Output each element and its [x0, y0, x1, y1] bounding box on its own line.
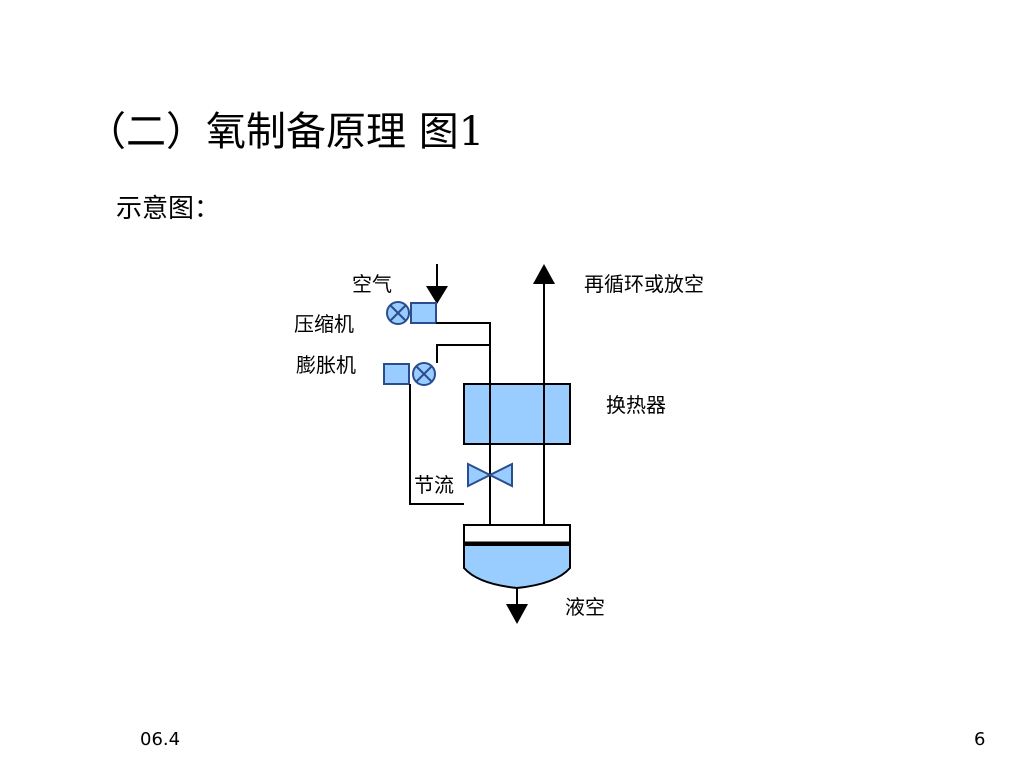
footer-date: 06.4: [140, 729, 181, 750]
page-number: 6: [974, 729, 986, 750]
compressor-icon: [386, 301, 437, 325]
label-liquid-air: 液空: [565, 595, 605, 619]
expander-icon: [383, 362, 436, 386]
separator-vessel: [463, 524, 571, 590]
recycle-vent-arrow: [533, 264, 555, 525]
slide-subtitle: 示意图：: [116, 194, 221, 224]
expander-inlet-pipe: [436, 344, 490, 363]
expander-outlet-pipe: [409, 384, 464, 505]
label-expander: 膨胀机: [296, 353, 356, 377]
throttle-valve-icon: [467, 462, 513, 488]
label-recycle-vent: 再循环或放空: [584, 272, 704, 296]
air-inlet-arrow: [426, 264, 448, 304]
slide-title: （二）氧制备原理 图1: [86, 109, 485, 155]
label-compressor: 压缩机: [294, 312, 354, 336]
label-heat-exchanger: 换热器: [606, 393, 666, 417]
label-throttle: 节流: [414, 473, 454, 497]
liquid-air-outlet-arrow: [506, 588, 528, 624]
heat-exchanger: [463, 383, 571, 445]
label-air: 空气: [352, 272, 392, 296]
compressor-pipe: [436, 322, 491, 525]
